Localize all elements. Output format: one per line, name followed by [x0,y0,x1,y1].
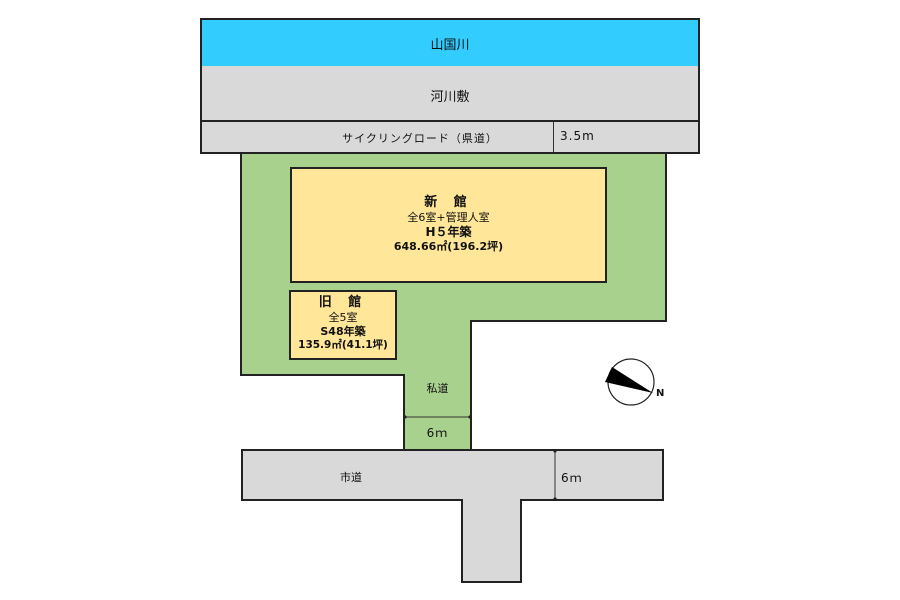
river-band: 山国川 [200,18,700,68]
cycling-road-band: サイクリングロード（県道） 3.5m [200,120,700,154]
new-building-rooms: 全6室+管理人室 [407,211,490,225]
new-building: 新 館 全6室+管理人室 H５年築 648.66㎡(196.2坪) [290,167,607,283]
riverbed-label: 河川敷 [430,90,470,105]
city-road [241,449,664,583]
compass-icon [605,358,655,406]
cycling-road-dimension-line [553,122,554,152]
new-building-title: 新 館 [424,195,473,210]
city-road-width: 6ｍ [561,471,583,485]
cycling-road-width: 3.5m [560,129,595,143]
riverbed-band: 河川敷 [200,66,700,122]
compass-north-label: N [656,388,665,399]
river-label: 山国川 [430,38,470,53]
city-road-label: 市道 [340,471,362,484]
old-building-rooms: 全5室 [328,311,358,325]
new-building-area: 648.66㎡(196.2坪) [393,240,504,253]
private-road-width: 6ｍ [426,426,449,440]
old-building-area: 135.9㎡(41.1坪) [298,338,388,351]
cycling-road-label: サイクリングロード（県道） [342,132,498,145]
old-building-title: 旧 館 [318,295,368,310]
old-building-built: S48年築 [320,325,366,338]
new-building-built: H５年築 [425,225,472,239]
old-building: 旧 館 全5室 S48年築 135.9㎡(41.1坪) [289,290,397,360]
private-road-label: 私道 [426,382,449,395]
